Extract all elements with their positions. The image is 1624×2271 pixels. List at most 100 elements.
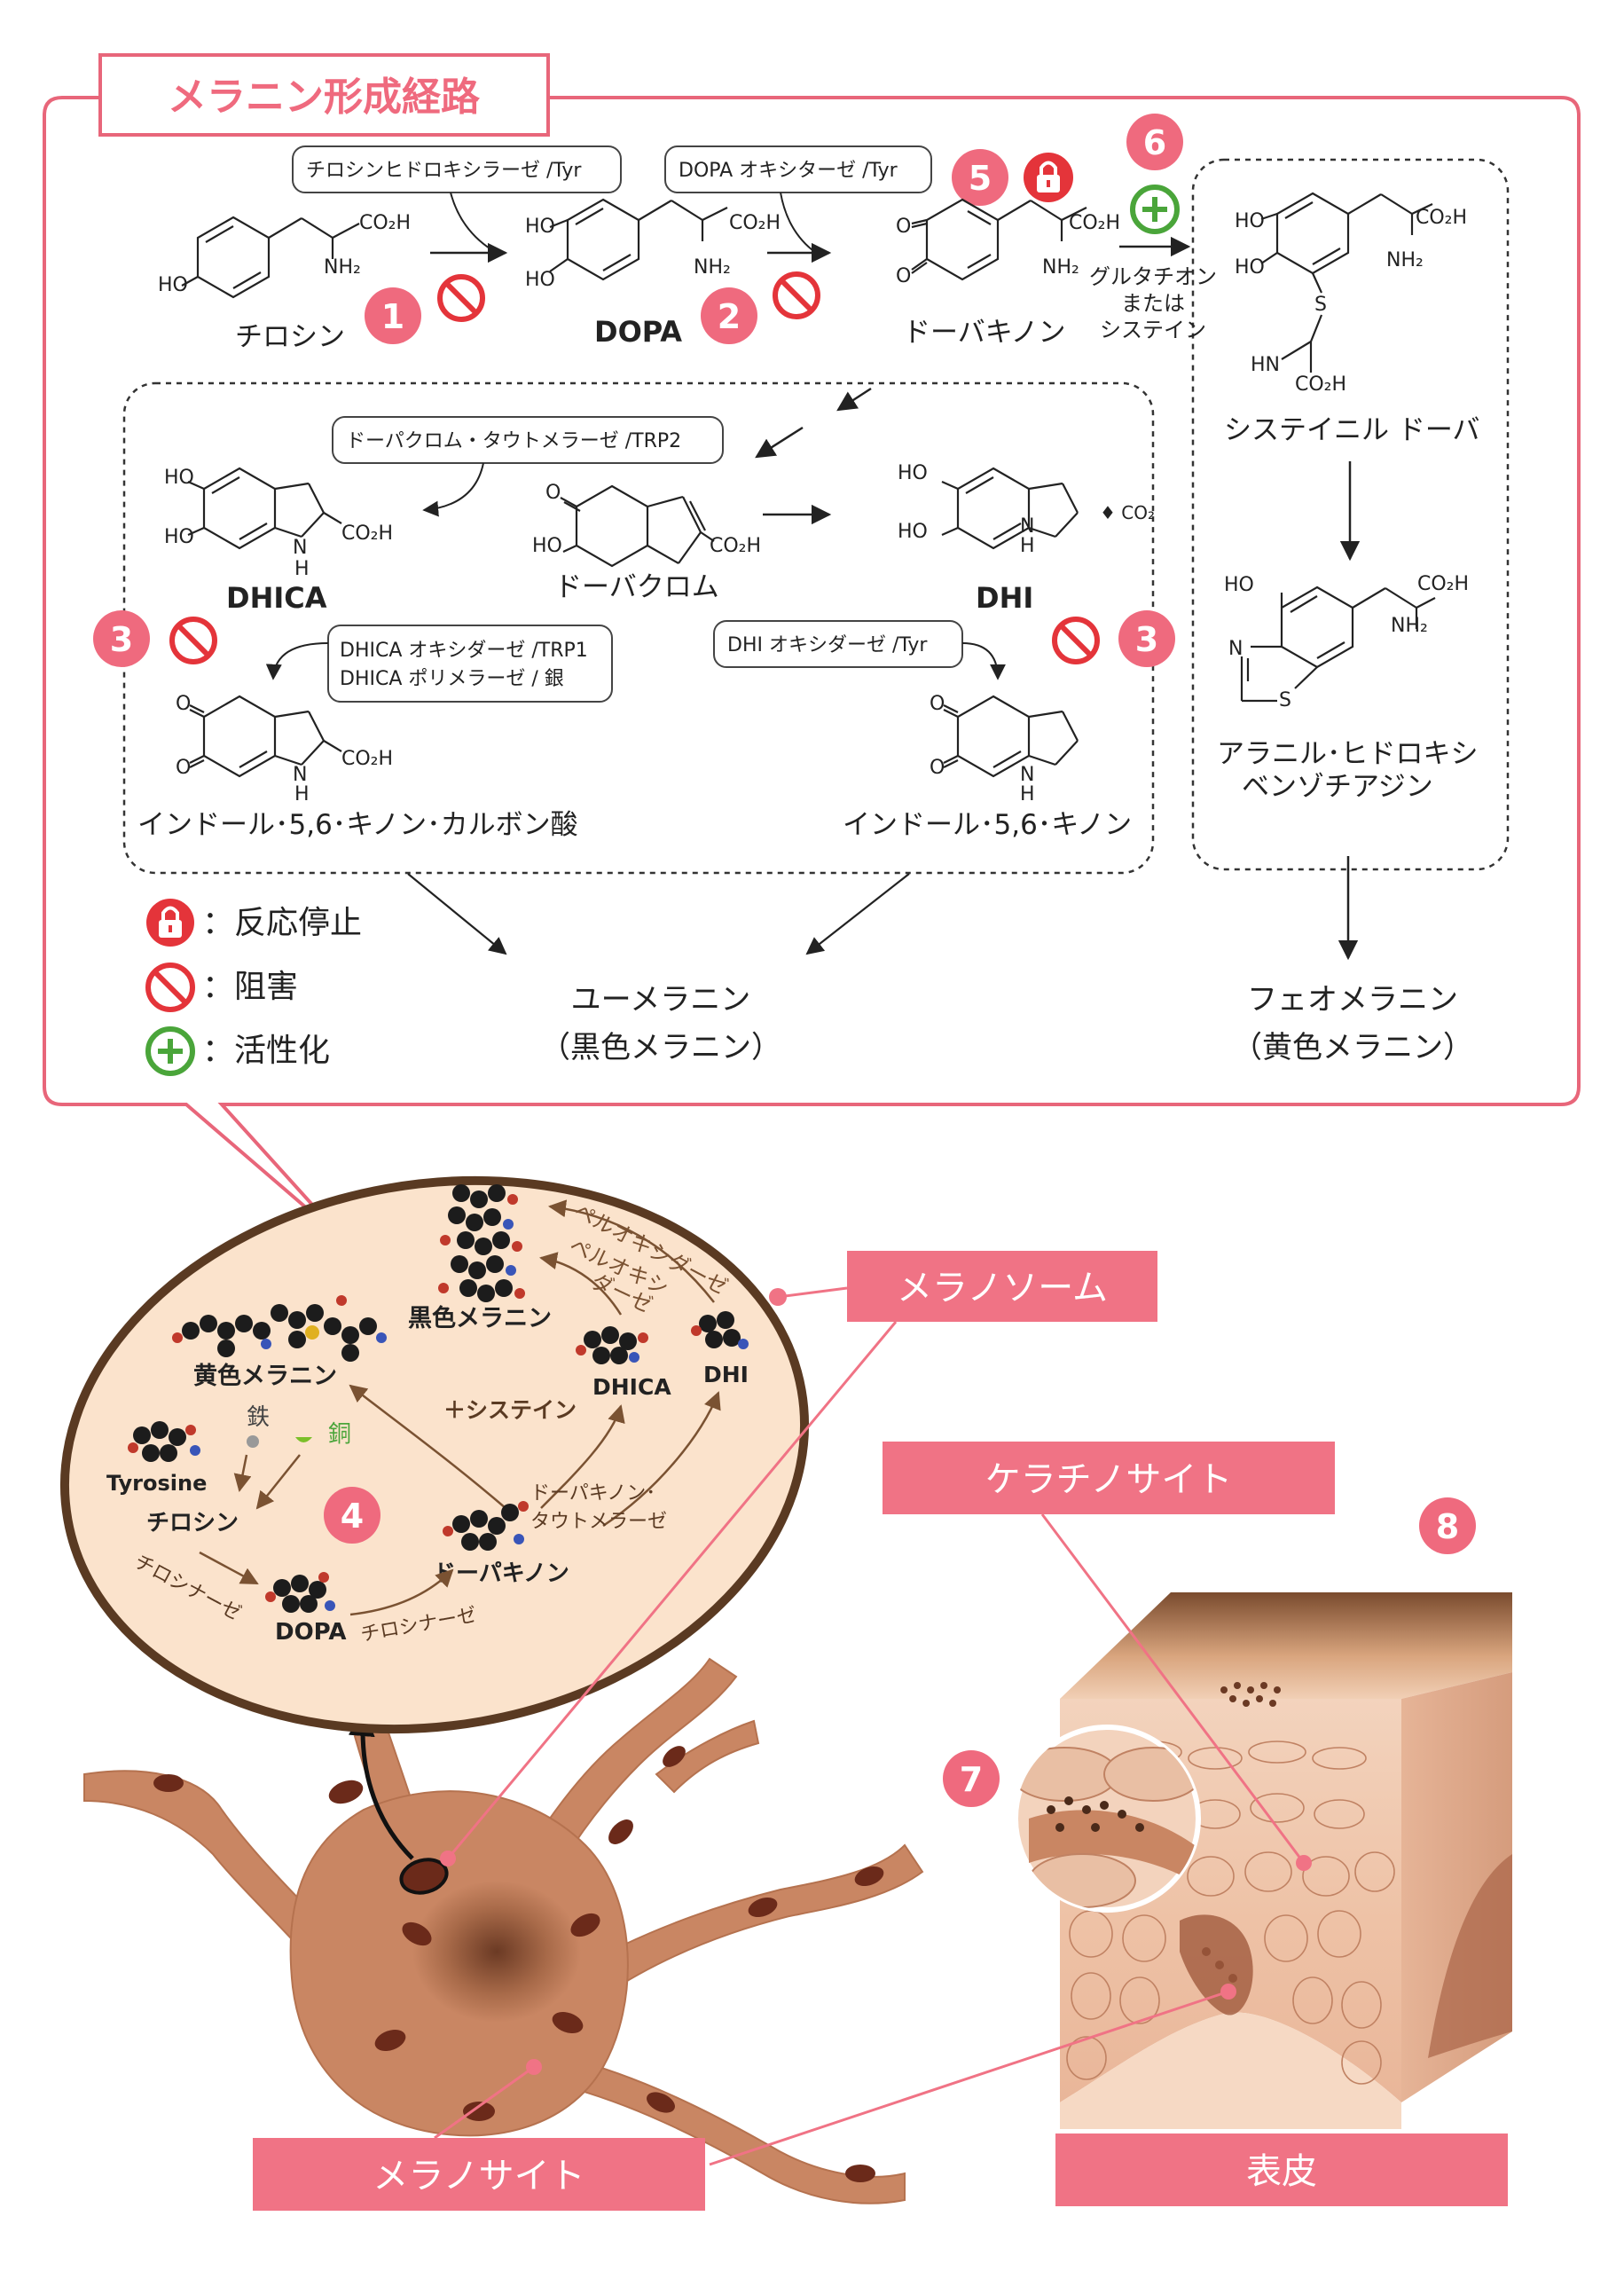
arrow-dhica-down bbox=[265, 642, 329, 680]
iq-o-2: O bbox=[930, 757, 945, 779]
cysteinyldopa-co2h-2: CO₂H bbox=[1295, 373, 1346, 396]
dopachrome-label: ドーバクロム bbox=[554, 571, 719, 603]
glutathione-line1: グルタチオン bbox=[1089, 264, 1217, 289]
dhica-label: DHICA bbox=[226, 581, 327, 615]
melanocyte-cell bbox=[83, 1613, 924, 2204]
marker-7 bbox=[943, 1750, 1000, 1807]
dopaquinone-nh2: NH₂ bbox=[1042, 256, 1079, 279]
zoom-circle-content bbox=[1016, 1747, 1198, 1908]
label-melanocyte-box bbox=[253, 2138, 705, 2211]
marker-5-text: 5 bbox=[969, 159, 992, 198]
label-epidermis: 表皮 bbox=[1246, 2151, 1317, 2192]
arrow-dhi-down bbox=[961, 642, 1006, 680]
lock-icon bbox=[146, 899, 194, 947]
dopachrome-co2h: CO₂H bbox=[710, 535, 761, 557]
tyrosine-molecule bbox=[128, 1421, 200, 1462]
dhica-ho-2: HO bbox=[164, 526, 194, 548]
mel-copper: 銅 bbox=[328, 1421, 351, 1448]
mel-tautomerase-1: ドーパキノン･ bbox=[530, 1482, 655, 1505]
marker-3-left-text: 3 bbox=[110, 620, 133, 659]
eumelanin-label-2: （黒色メラニン） bbox=[540, 1030, 781, 1065]
pheomelanin-branch-box bbox=[1191, 158, 1510, 871]
arrow-to-eumelanin-right bbox=[805, 873, 910, 955]
mel-tyrosine-en: Tyrosine bbox=[106, 1471, 207, 1496]
arrow-dopa-to-quinone bbox=[780, 192, 817, 254]
yellow-melanin-molecule bbox=[172, 1295, 387, 1362]
dhica-n: N bbox=[293, 537, 307, 559]
mel-tautomerase-2: タウトメラーゼ bbox=[530, 1511, 667, 1533]
marker-3-left bbox=[93, 610, 150, 667]
dopachrome-o: O bbox=[545, 482, 561, 504]
prohibited-icon bbox=[1052, 617, 1100, 664]
legend-stop: ：反応停止 bbox=[202, 905, 362, 941]
dopa-molecule bbox=[265, 1572, 335, 1613]
dhica-h: H bbox=[294, 558, 310, 580]
mel-yellow-melanin: 黄色メラニン bbox=[193, 1362, 337, 1390]
marker-7-text: 7 bbox=[960, 1760, 983, 1799]
cysteinyldopa-label: システイニル ドーバ bbox=[1224, 414, 1480, 446]
mel-dopaquinone: ドーパキノン bbox=[433, 1560, 569, 1587]
label-melanosome: メラノソーム bbox=[897, 1268, 1108, 1308]
tyrosine-ho: HO bbox=[158, 274, 188, 296]
label-keratinocyte: ケラチノサイト bbox=[985, 1459, 1233, 1500]
dopa-co2h: CO₂H bbox=[729, 212, 781, 234]
dopachrome-structure bbox=[560, 484, 715, 568]
dhica-co2h: CO₂H bbox=[341, 523, 393, 545]
black-melanin-molecule bbox=[438, 1184, 525, 1302]
benzothiazine-co2h: CO₂H bbox=[1417, 573, 1469, 595]
plus-circle-icon bbox=[1130, 185, 1180, 234]
dopaquinone-structure bbox=[911, 198, 1087, 281]
marker-2 bbox=[701, 287, 757, 344]
iq-label: インドール･5,6･キノン bbox=[843, 809, 1132, 841]
title-box bbox=[98, 53, 550, 137]
dhi-label: DHI bbox=[976, 581, 1033, 615]
pheomelanin-label-2: （黄色メラニン） bbox=[1232, 1030, 1473, 1065]
dhica-structure bbox=[187, 467, 342, 550]
marker-4-text: 4 bbox=[341, 1497, 364, 1536]
benzothiazine-structure bbox=[1240, 585, 1436, 703]
arrow-to-dopachrome-2 bbox=[755, 426, 804, 459]
dhica-ho-1: HO bbox=[164, 467, 194, 489]
mel-dhica: DHICA bbox=[592, 1374, 671, 1400]
page-title: メラニン形成経路 bbox=[168, 75, 481, 120]
prohibited-icon bbox=[773, 271, 820, 319]
cysteinyldopa-ho-2: HO bbox=[1235, 256, 1265, 279]
iqc-label: インドール･5,6･キノン･カルボン酸 bbox=[137, 809, 578, 841]
label-keratinocyte-box bbox=[883, 1442, 1335, 1514]
marker-5 bbox=[952, 149, 1008, 206]
mel-dopa: DOPA bbox=[275, 1619, 346, 1646]
tyrosine-label: チロシン bbox=[235, 321, 345, 353]
dopaquinone-label: ドーバキノン bbox=[903, 317, 1066, 349]
iqc-h: H bbox=[294, 783, 310, 805]
tyrosine-nh2: NH₂ bbox=[324, 256, 361, 279]
marker-3-right-text: 3 bbox=[1135, 620, 1158, 659]
dhi-h: H bbox=[1020, 535, 1035, 557]
benzothiazine-label-2: ベンゾチアジン bbox=[1242, 771, 1433, 803]
benzothiazine-ho: HO bbox=[1224, 574, 1254, 596]
eumelanin-label-1: ユーメラニン bbox=[571, 982, 751, 1018]
dopa-ho-1: HO bbox=[525, 216, 555, 238]
enzyme-tyrosine-hydroxylase: チロシンヒドロキシラーゼ /Tyr bbox=[306, 160, 582, 182]
enzyme-dhica-oxidase-1: DHICA オキシダーゼ /TRP1 bbox=[340, 640, 588, 662]
marker-1-text: 1 bbox=[381, 297, 404, 336]
marker-6-text: 6 bbox=[1143, 123, 1166, 162]
marker-8-text: 8 bbox=[1436, 1507, 1459, 1546]
pheomelanin-label-1: フェオメラニン bbox=[1247, 982, 1458, 1018]
mel-tyrosine-ja: チロシン bbox=[146, 1510, 239, 1536]
dopaquinone-o-2: O bbox=[896, 265, 911, 287]
enzyme-box-dopa-oxidase bbox=[664, 145, 932, 193]
arrow-to-dopachrome-1 bbox=[836, 387, 872, 412]
mel-iron: 鉄 bbox=[247, 1404, 270, 1431]
melanocyte-nucleus bbox=[412, 1881, 581, 2023]
iron-icon bbox=[247, 1435, 259, 1448]
lock-icon bbox=[1024, 153, 1073, 202]
plus-circle-icon bbox=[145, 1026, 195, 1076]
glutathione-line2: または bbox=[1121, 291, 1185, 316]
prohibited-icon bbox=[145, 963, 195, 1012]
indole-quinone-structure bbox=[943, 695, 1079, 778]
marker-3-right bbox=[1118, 610, 1175, 667]
dhi-n: N bbox=[1020, 515, 1034, 538]
dhi-ho-2: HO bbox=[898, 521, 928, 543]
enzyme-dopa-oxidase: DOPA オキシターゼ /Tyr bbox=[679, 160, 898, 182]
